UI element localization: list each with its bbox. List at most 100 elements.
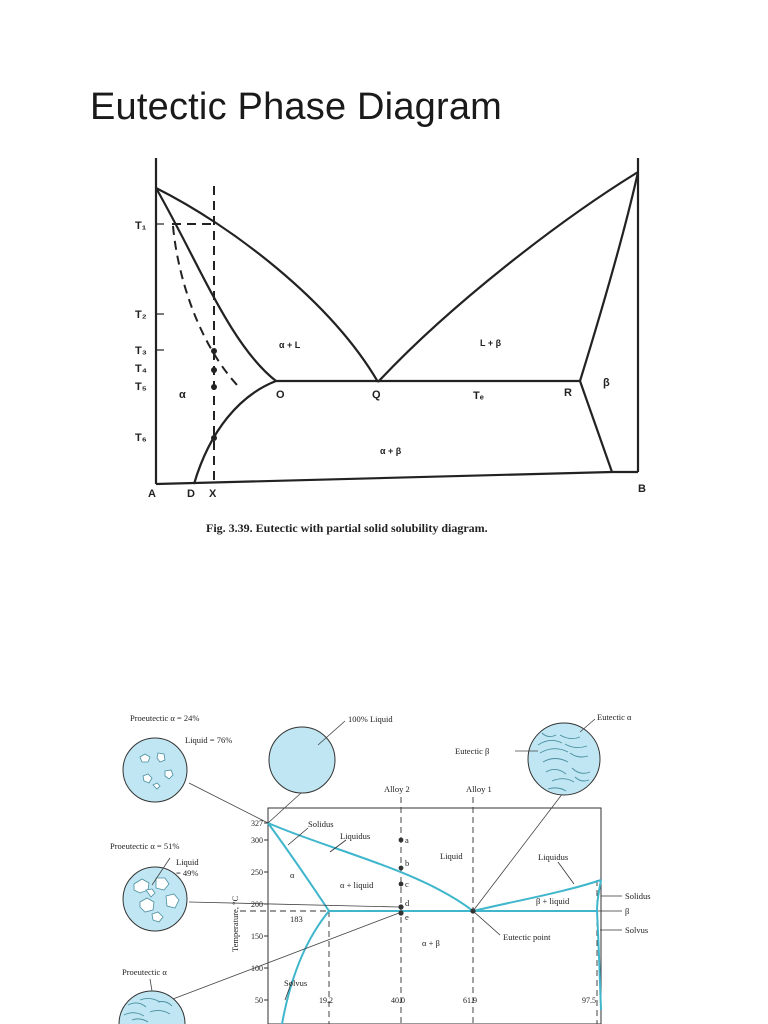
y-axis-ticks — [264, 822, 268, 1001]
point-label-o: O — [276, 389, 285, 401]
slide-title: Eutectic Phase Diagram — [90, 86, 503, 128]
alloy-1-label: Alloy 1 — [466, 784, 492, 794]
label-solvus-right: Solvus — [625, 925, 648, 935]
label-eutectic-point: Eutectic point — [503, 932, 551, 942]
temperature-labels: T₁ T₂ T₃ T₄ T₅ T₆ — [135, 220, 147, 444]
micro-2-liquid: 100% Liquid — [348, 714, 393, 724]
temp-label-t1: T₁ — [135, 220, 147, 232]
solvus-right — [596, 910, 602, 1011]
micro-pointer-lines — [164, 782, 564, 1003]
point-letter-b: b — [405, 858, 409, 868]
region-label-alpha-beta: α + β — [380, 446, 402, 456]
diagram-1-dashed — [172, 186, 239, 484]
comp-label-a: A — [148, 488, 156, 500]
label-solidus-right: Solidus — [625, 891, 651, 901]
diagram-1-frame — [154, 158, 640, 486]
y-tick-327: 327 — [251, 819, 263, 828]
label-solidus-left: Solidus — [308, 819, 334, 829]
region-label-alpha: α — [179, 389, 186, 401]
y-tick-150: 150 — [251, 932, 263, 941]
alloy-2-point-b — [398, 865, 404, 871]
point-label-te: Tₑ — [473, 390, 484, 402]
region-liquid: Liquid — [440, 851, 463, 861]
eutectic-diagram-2: 327 300 250 200 150 100 50 Temperature, … — [110, 712, 651, 1024]
diagram-1-curves — [155, 171, 640, 485]
region-label-l-beta: L + β — [480, 338, 502, 348]
point-letter-c: c — [405, 879, 409, 889]
label-liquidus-left: Liquidus — [340, 831, 370, 841]
temp-label-t2: T₂ — [135, 309, 147, 321]
region-beta-liquid: β + liquid — [536, 896, 570, 906]
microstructure-1 — [122, 737, 188, 803]
label-liquidus-right: Liquidus — [538, 852, 568, 862]
solidus-right-curve — [578, 171, 640, 382]
micro-4-liquid-line-1: Liquid — [176, 857, 199, 867]
nonequilibrium-solidus — [172, 225, 239, 387]
solvus-left-curve — [192, 379, 277, 485]
point-letter-a: a — [405, 835, 409, 845]
alloy-2-point-a — [398, 837, 404, 843]
region-alpha: α — [290, 870, 295, 880]
temp-label-t6: T₆ — [135, 432, 147, 444]
label-beta-right: β — [625, 906, 629, 916]
liquidus-right — [472, 879, 602, 912]
alloy-2-point-c — [398, 881, 404, 887]
comp-label-d: D — [187, 488, 195, 500]
y-tick-50: 50 — [255, 996, 263, 1005]
liquidus-right-curve — [377, 171, 639, 383]
alloy-2-label: Alloy 2 — [384, 784, 410, 794]
alloy-2-point-e — [398, 910, 404, 916]
x-tick-19-2: 19.2 — [319, 996, 333, 1005]
eutectic-diagram-1: T₁ T₂ T₃ T₄ T₅ T₆ A D X B O Q R Tₑ α + L… — [135, 158, 646, 535]
micro-3-eutectic-alpha: Eutectic α — [597, 712, 632, 722]
point-letter-e: e — [405, 912, 409, 922]
temp-label-t3: T₃ — [135, 345, 147, 357]
diagram-2-plot-frame — [267, 807, 602, 1024]
y-tick-200: 200 — [251, 900, 263, 909]
region-alpha-liquid: α + liquid — [340, 880, 374, 890]
liquidus-left — [267, 822, 474, 912]
solvus-left — [281, 910, 330, 1024]
y-axis-title: Temperature, °C — [230, 896, 240, 952]
diagram-1-points — [211, 348, 217, 441]
micro-4-proeutectic: Proeutectic α = 51% — [110, 841, 179, 851]
point-label-q: Q — [372, 389, 381, 401]
alloy-2-point-d — [398, 904, 404, 910]
micro-1-liquid: Liquid = 76% — [185, 735, 232, 745]
micro-4-liquid-line-2: = 49% — [176, 868, 199, 878]
isotherm-label-183: 183 — [290, 914, 303, 924]
comp-label-x: X — [209, 488, 217, 500]
y-tick-100: 100 — [251, 964, 263, 973]
microstructure-3 — [515, 718, 601, 796]
micro-5-proeutectic: Proeutectic α — [122, 967, 167, 977]
region-alpha-beta: α + β — [422, 938, 440, 948]
alloy-point-t3 — [211, 348, 217, 354]
alloy-point-t5 — [211, 384, 217, 390]
temperature-ticks — [156, 223, 164, 351]
micro-3-eutectic-beta: Eutectic β — [455, 746, 489, 756]
x-tick-61-9: 61.9 — [463, 996, 477, 1005]
alloy-point-t4 — [211, 367, 217, 373]
solidus-left-curve — [155, 187, 277, 382]
point-label-r: R — [564, 387, 572, 399]
alloy-point-t6 — [211, 435, 217, 441]
diagram-2-leaders — [284, 827, 622, 1001]
microstructure-5 — [118, 978, 186, 1024]
microstructure-2 — [268, 720, 346, 794]
solidus-left — [267, 822, 330, 912]
liquidus-left-curve — [155, 187, 379, 383]
label-solvus-left: Solvus — [284, 978, 307, 988]
solvus-right-curve — [578, 380, 614, 473]
diagram-2-curves — [267, 822, 602, 1024]
region-label-alpha-l: α + L — [279, 340, 301, 350]
x-tick-40-0: 40.0 — [391, 996, 405, 1005]
comp-label-b: B — [638, 483, 646, 495]
x-tick-97-5: 97.5 — [582, 996, 596, 1005]
region-label-beta: β — [603, 377, 610, 389]
temp-label-t4: T₄ — [135, 363, 147, 375]
y-tick-250: 250 — [251, 868, 263, 877]
alloy-2-points — [398, 837, 476, 916]
solidus-right — [596, 879, 602, 912]
point-letter-d: d — [405, 898, 410, 908]
